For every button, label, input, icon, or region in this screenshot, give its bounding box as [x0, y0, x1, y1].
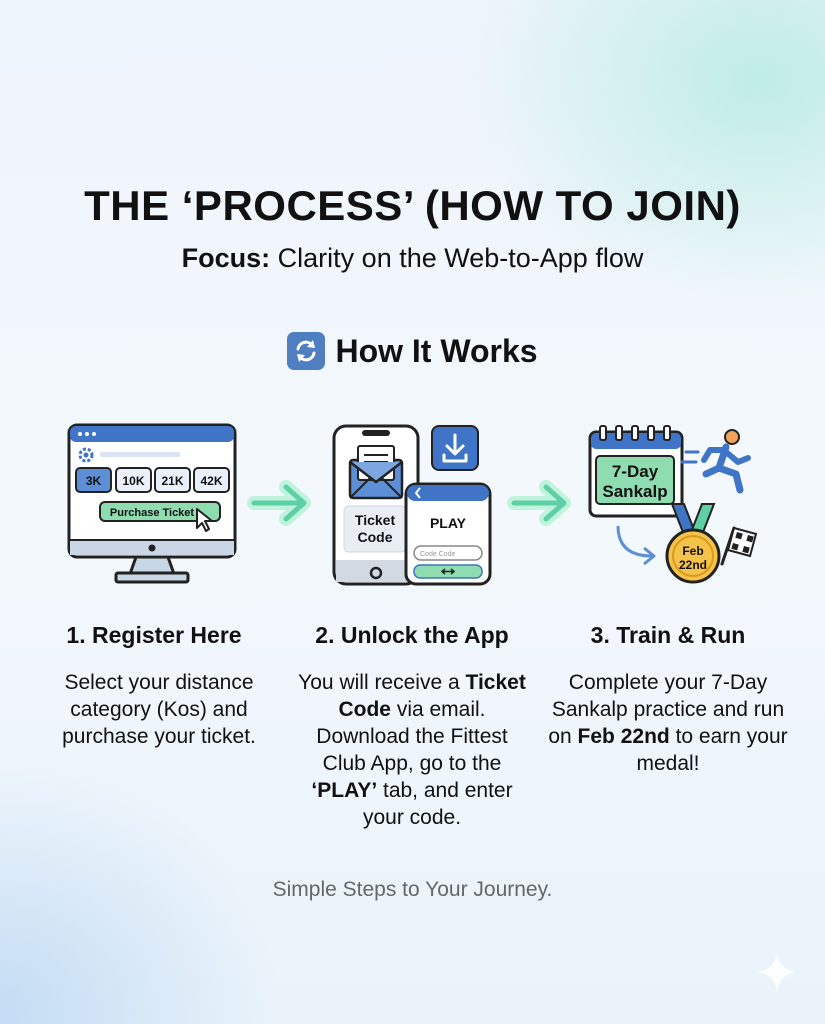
- sparkle-icon: [757, 952, 797, 992]
- arrow-right-icon: [247, 480, 311, 526]
- medal-line2: 22nd: [679, 558, 707, 572]
- section-title: How It Works: [335, 332, 538, 369]
- play-tab-label: PLAY: [430, 515, 467, 531]
- gear-icon: [78, 447, 94, 463]
- step3-feb-date: Feb 22nd: [577, 725, 670, 748]
- step2-title: 2. Unlock the App: [315, 622, 509, 648]
- envelope-icon: [348, 445, 404, 500]
- step2-body-part5: tab, and enter your code.: [362, 779, 513, 829]
- focus-label: Focus:: [181, 243, 271, 273]
- calendar-icon: [588, 425, 684, 518]
- cursor-icon: [196, 508, 213, 532]
- distance-42k: 42K: [200, 474, 222, 488]
- step2-play-tab: ‘PLAY’: [311, 779, 378, 802]
- arrow-right-icon-2: [507, 480, 571, 526]
- section-heading: How It Works: [0, 328, 825, 374]
- step2-body-part3: via email. Download the Fittest Club App…: [316, 698, 508, 775]
- ticket-code-line1: Ticket: [355, 512, 396, 528]
- checkered-flag-icon: [720, 526, 758, 566]
- medal-icon: [665, 503, 721, 584]
- step2-body-part1: You will receive a: [298, 671, 466, 694]
- step3-body-part1: Complete your 7-Day Sankalp practice and…: [548, 671, 785, 748]
- download-icon: [431, 425, 479, 471]
- distance-3k: 3K: [86, 474, 102, 488]
- step2-body: You will receive a Ticket Code via email…: [292, 669, 532, 831]
- distance-21k: 21K: [161, 474, 183, 488]
- runner-icon: [680, 429, 751, 494]
- monitor-illustration: 3K 10K 21K 42K Purchase Ticket: [67, 423, 237, 584]
- page-subtitle: Focus: Clarity on the Web-to-App flow: [0, 243, 825, 274]
- step3-body: Complete your 7-Day Sankalp practice and…: [548, 669, 788, 777]
- train-illustration: 7-Day Sankalp Feb 22nd: [588, 425, 758, 584]
- phones-illustration: Ticket Code PLAY Code Code: [332, 424, 492, 586]
- ticket-code-line2: Code: [358, 529, 393, 545]
- step3-body-part3: to earn your medal!: [636, 725, 788, 775]
- calendar-line1: 7-Day: [612, 462, 659, 481]
- distance-10k: 10K: [122, 474, 144, 488]
- page-title: THE ‘PROCESS’ (HOW TO JOIN): [84, 182, 741, 229]
- step3-title: 3. Train & Run: [590, 622, 746, 648]
- step2-ticket-code: Ticket Code: [338, 671, 526, 721]
- footer-tagline: Simple Steps to Your Journey.: [272, 878, 553, 901]
- code-input-placeholder: Code Code: [420, 551, 456, 558]
- medal-line1: Feb: [682, 544, 703, 558]
- step1-body: Select your distance category (Kos) and …: [62, 671, 256, 748]
- refresh-icon: [287, 332, 326, 370]
- step1-title: 1. Register Here: [66, 622, 242, 648]
- purchase-ticket-label: Purchase Ticket: [110, 507, 195, 519]
- calendar-line2: Sankalp: [602, 482, 667, 501]
- focus-text: Clarity on the Web-to-App flow: [270, 243, 644, 273]
